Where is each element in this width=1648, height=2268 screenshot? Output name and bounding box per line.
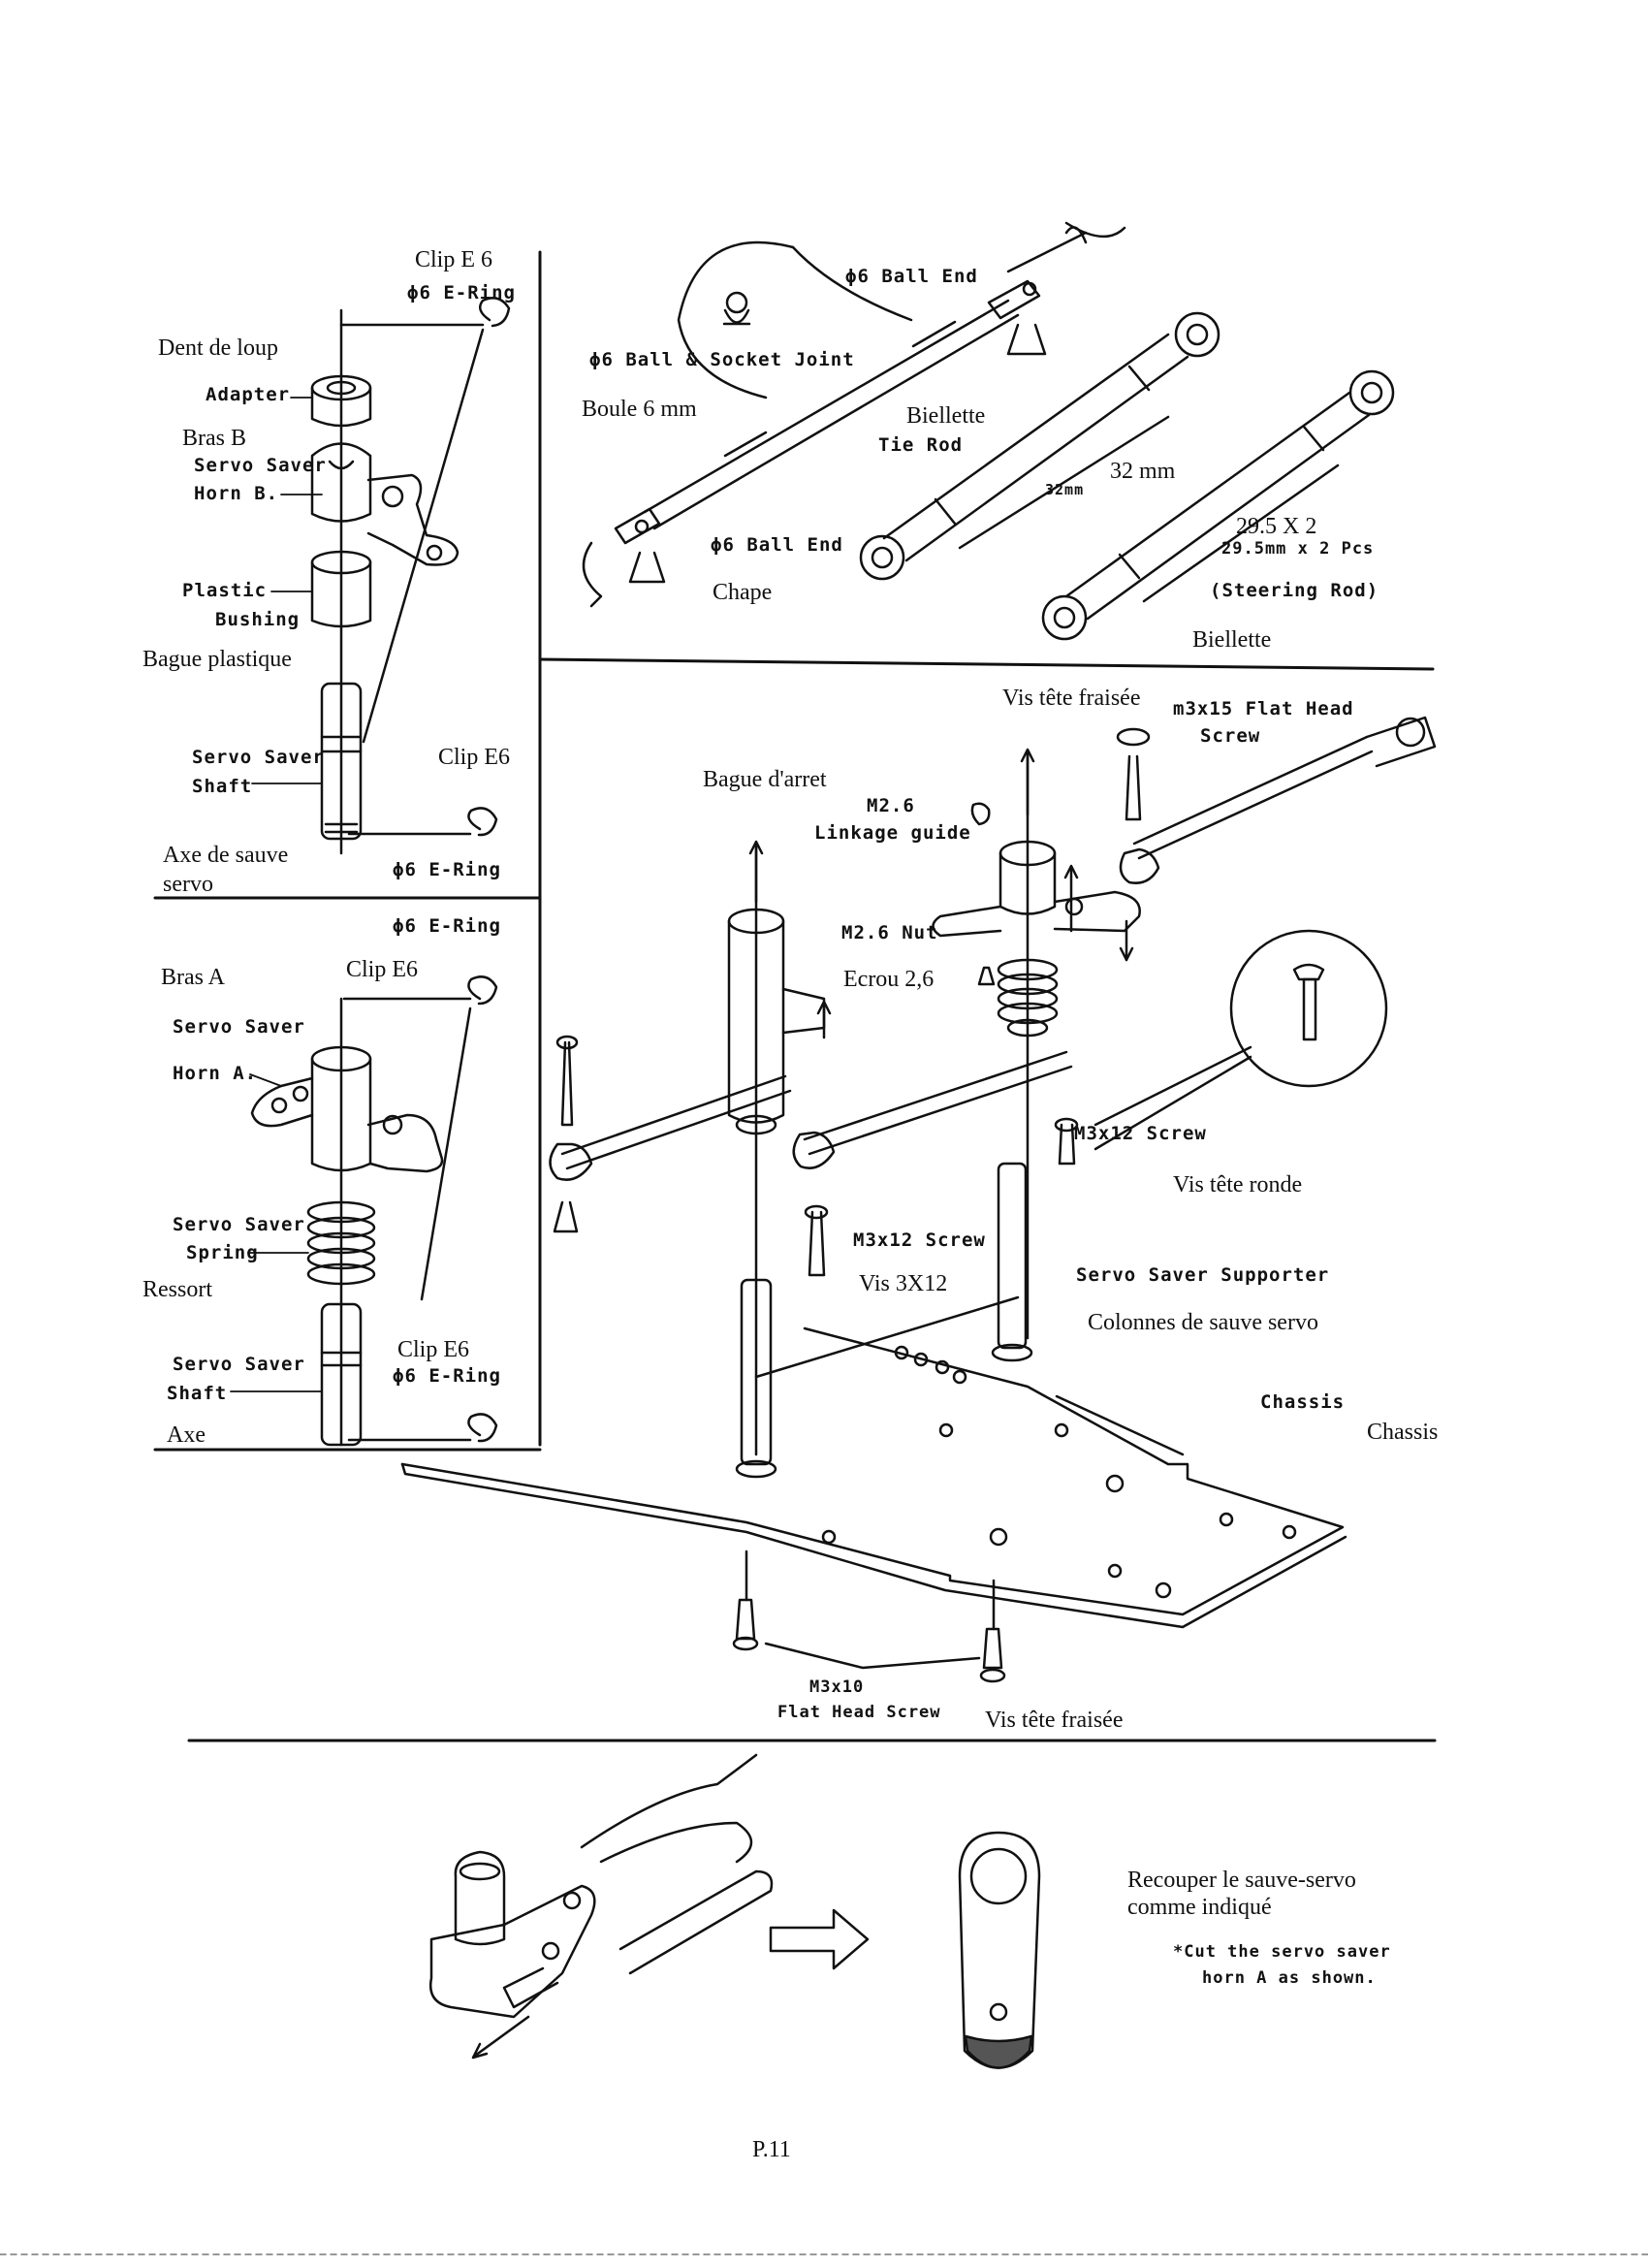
label-bague-plastique: Bague plastique [143,647,292,672]
label-cut-note-2: horn A as shown. [1202,1968,1377,1988]
label-bras-b: Bras B [182,426,246,451]
label-e-ring-low: ϕ6 E-Ring [393,915,501,937]
label-shaft-1: Servo Saver [192,747,325,768]
label-chassis-fr: Chassis [1367,1420,1439,1445]
label-axe: Axe [167,1422,206,1448]
label-m26-linkage-2: Linkage guide [814,822,971,844]
bottom-screws [732,1549,1006,1683]
label-spring-1: Servo Saver [173,1214,305,1235]
cutting-illustration [428,1753,774,2060]
label-m3x12-screw-right: M3x12 Screw [1074,1123,1207,1144]
label-tie-rod: Tie Rod [878,434,964,456]
label-shaft-b-1: Servo Saver [173,1354,305,1375]
page-number: P.11 [752,2137,791,2162]
label-vis-tete-fraisee-bottom: Vis tête fraisée [985,1708,1124,1733]
label-m26-linkage-1: M2.6 [867,795,915,816]
label-colonnes: Colonnes de sauve servo [1088,1310,1318,1335]
label-servo-saver-supporter: Servo Saver Supporter [1076,1264,1330,1286]
label-shaft-2: Shaft [192,776,253,797]
panel-frame [153,250,1437,1742]
label-horn-b-2: Horn B. [194,483,279,504]
label-clip-e6-low: Clip E6 [346,957,419,982]
left-leader-lines [230,397,323,1392]
label-horn-a-2: Horn A. [173,1063,258,1084]
cut-horn-a [958,1831,1041,2069]
label-dent-de-loup: Dent de loup [158,335,278,361]
label-ball-end-top: ϕ6 Ball End [845,266,978,287]
horn-b-assembly [310,297,511,855]
label-vis-tete-fraisee-top: Vis tête fraisée [1002,686,1141,711]
label-recouper-2: comme indiqué [1127,1895,1272,1920]
label-recouper-1: Recouper le sauve-servo [1127,1868,1356,1893]
label-ball-end-bottom: ϕ6 Ball End [711,534,843,556]
screw-callout [1093,929,1388,1151]
label-horn-b-1: Servo Saver [194,455,327,476]
label-m3x10: M3x10 [809,1677,865,1697]
label-plastic-bushing-1: Plastic [182,580,268,601]
label-clip-e6-mid: Clip E6 [438,745,511,770]
label-cut-note-1: *Cut the servo saver [1173,1942,1391,1962]
label-m26-nut: M2.6 Nut [841,922,938,943]
steering-rods [859,311,1395,641]
label-m3x15-2: Screw [1200,725,1261,747]
label-biellette-top: Biellette [906,403,986,429]
label-bras-a: Bras A [161,965,225,990]
label-boule-6mm: Boule 6 mm [582,397,697,422]
label-29-5-x2: 29.5 X 2 [1236,514,1317,539]
label-29-5mm-2pcs: 29.5mm x 2 Pcs [1221,539,1375,559]
label-chassis-en: Chassis [1260,1391,1346,1413]
label-m3x15-1: m3x15 Flat Head [1173,698,1354,719]
label-e-ring-top: ϕ6 E-Ring [407,282,516,303]
label-vis-tete-ronde: Vis tête ronde [1173,1172,1303,1198]
label-adapter: Adapter [206,384,291,405]
label-vis-3x12: Vis 3X12 [859,1271,948,1296]
label-axe-sauve-1: Axe de sauve [163,843,289,868]
chassis-plate [400,1295,1347,1629]
label-m3x12-screw-mid: M3x12 Screw [853,1230,986,1251]
label-shaft-b-2: Shaft [167,1383,228,1404]
label-biellette-bottom: Biellette [1192,627,1272,653]
steering-assembly [549,716,1437,1456]
label-clip-e6-top: Clip E 6 [415,247,493,272]
label-steering-rod: (Steering Rod) [1210,580,1379,601]
label-e-ring-mid: ϕ6 E-Ring [393,859,501,880]
label-ecrou-26: Ecrou 2,6 [843,967,935,992]
tie-rod-assembly [582,221,1126,608]
label-clip-e6-bottom: Clip E6 [397,1337,470,1362]
label-flat-head-screw: Flat Head Screw [777,1703,941,1722]
label-spring-2: Spring [186,1242,259,1263]
label-chape: Chape [713,580,773,605]
supporter-columns [735,1162,1033,1479]
label-bague-arret: Bague d'arret [703,767,827,792]
label-plastic-bushing-2: Bushing [215,609,301,630]
label-ressort: Ressort [143,1277,212,1302]
label-32mm-small: 32mm [1045,481,1085,498]
label-e-ring-bottom: ϕ6 E-Ring [393,1365,501,1387]
right-arrow-icon [769,1908,870,1970]
label-ball-socket-joint: ϕ6 Ball & Socket Joint [589,349,855,370]
label-horn-a-1: Servo Saver [173,1016,305,1038]
label-32mm: 32 mm [1110,459,1176,484]
horn-a-assembly [250,975,498,1447]
label-axe-sauve-2: servo [163,872,213,897]
